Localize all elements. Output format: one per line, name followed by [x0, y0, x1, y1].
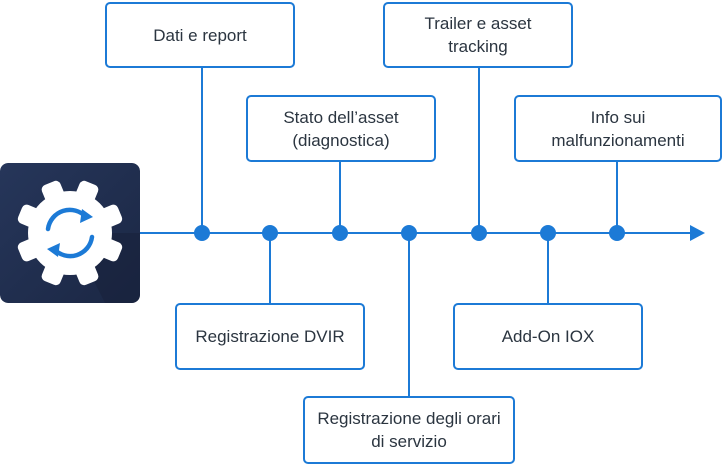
feature-box-info-malfunzionamenti: Info sui malfunzionamenti: [514, 95, 722, 162]
feature-label: Trailer e asset tracking: [424, 14, 532, 56]
feature-label: Registrazione degli orari di servizio: [317, 409, 501, 451]
timeline-node-add-on-iox: [540, 225, 556, 241]
timeline-node-dati-e-report: [194, 225, 210, 241]
feature-label: Dati e report: [153, 25, 247, 45]
gear-sync-icon: [0, 163, 140, 303]
timeline-node-registrazione-orari: [401, 225, 417, 241]
timeline-arrowhead: [690, 225, 705, 241]
feature-label: Info sui malfunzionamenti: [551, 107, 685, 150]
feature-box-trailer-asset-tracking: Trailer e asset tracking: [383, 2, 573, 68]
timeline-node-trailer-asset-tracking: [471, 225, 487, 241]
feature-box-stato-asset: Stato dell’asset (diagnostica): [246, 95, 436, 162]
feature-label: Stato dell’asset (diagnostica): [283, 107, 399, 150]
feature-box-registrazione-orari: Registrazione degli orari di servizio: [303, 396, 515, 464]
timeline-node-info-malfunzionamenti: [609, 225, 625, 241]
timeline-node-registrazione-dvir: [262, 225, 278, 241]
timeline-node-stato-asset: [332, 225, 348, 241]
feature-label: Add-On IOX: [501, 327, 595, 346]
feature-box-registrazione-dvir: Registrazione DVIR: [175, 303, 365, 370]
feature-label: Registrazione DVIR: [195, 327, 345, 346]
feature-box-dati-e-report: Dati e report: [105, 2, 295, 68]
feature-box-add-on-iox: Add-On IOX: [453, 303, 643, 370]
